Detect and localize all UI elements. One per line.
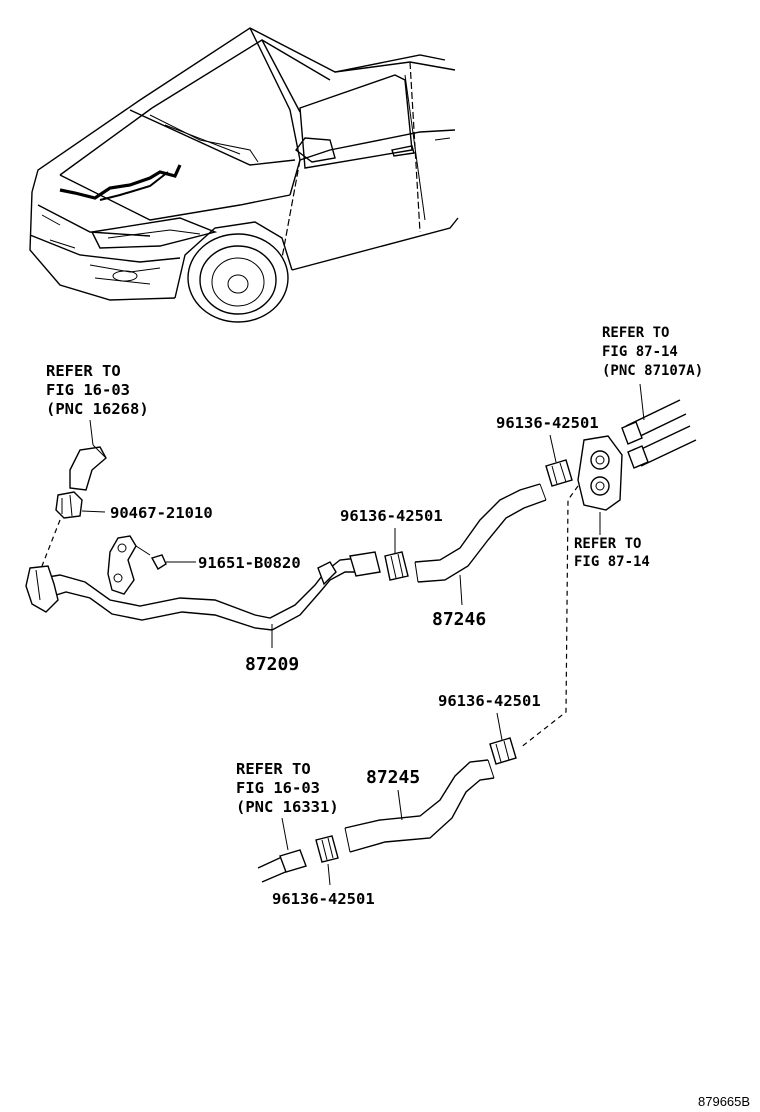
part-90467-21010-label: 90467-21010 xyxy=(110,504,213,522)
reference-fig-16-03-lower: REFER TO FIG 16-03 (PNC 16331) xyxy=(236,760,339,883)
refer-to-label-b: REFER TO xyxy=(602,325,669,341)
hose-clip-90467: 90467-21010 xyxy=(55,491,213,522)
hose-87245: 87245 xyxy=(344,759,495,853)
hose-87246: 87246 xyxy=(414,483,547,630)
fig-87-14-label-b: FIG 87-14 xyxy=(574,554,650,570)
bolt-91651: 91651-B0820 xyxy=(150,554,301,572)
refer-to-label-c: REFER TO xyxy=(574,536,641,552)
pnc-16331-label: (PNC 16331) xyxy=(236,798,339,816)
pnc-16268-label: (PNC 16268) xyxy=(46,400,149,418)
hose-clamp-upper-mid: 96136-42501 xyxy=(340,507,443,581)
refer-to-label-d: REFER TO xyxy=(236,760,311,778)
hose-clamp-upper-right: 96136-42501 xyxy=(496,414,599,487)
part-96136-42501-label-a: 96136-42501 xyxy=(340,507,443,525)
part-87209-label: 87209 xyxy=(245,654,299,675)
engine-hose-stub-upper xyxy=(69,444,107,491)
grommet-plate xyxy=(577,435,623,511)
fig-16-03-label: FIG 16-03 xyxy=(46,381,130,399)
part-96136-42501-label-b: 96136-42501 xyxy=(496,414,599,432)
illustration-code: 879665B xyxy=(698,1094,750,1109)
part-87245-label: 87245 xyxy=(366,767,420,788)
reference-fig-87-14-lower: REFER TO FIG 87-14 xyxy=(574,512,650,570)
pnc-87107a-label: (PNC 87107A) xyxy=(602,363,703,379)
heater-core-pipes: REFER TO FIG 87-14 (PNC 87107A) xyxy=(602,325,703,469)
part-91651-b0820-label: 91651-B0820 xyxy=(198,554,301,572)
heater-pipe-87209: 87209 xyxy=(25,535,381,675)
hose-clamp-lower-left: 96136-42501 xyxy=(272,835,375,908)
refer-to-label: REFER TO xyxy=(46,362,121,380)
hose-clamp-lower-right: 96136-42501 xyxy=(438,692,541,765)
reference-fig-16-03-upper: REFER TO FIG 16-03 (PNC 16268) xyxy=(46,362,149,446)
fig-87-14-label-a: FIG 87-14 xyxy=(602,344,678,360)
vehicle-illustration xyxy=(29,27,459,323)
fig-16-03-label-b: FIG 16-03 xyxy=(236,779,320,797)
part-96136-42501-label-c: 96136-42501 xyxy=(438,692,541,710)
part-96136-42501-label-d: 96136-42501 xyxy=(272,890,375,908)
part-87246-label: 87246 xyxy=(432,609,486,630)
